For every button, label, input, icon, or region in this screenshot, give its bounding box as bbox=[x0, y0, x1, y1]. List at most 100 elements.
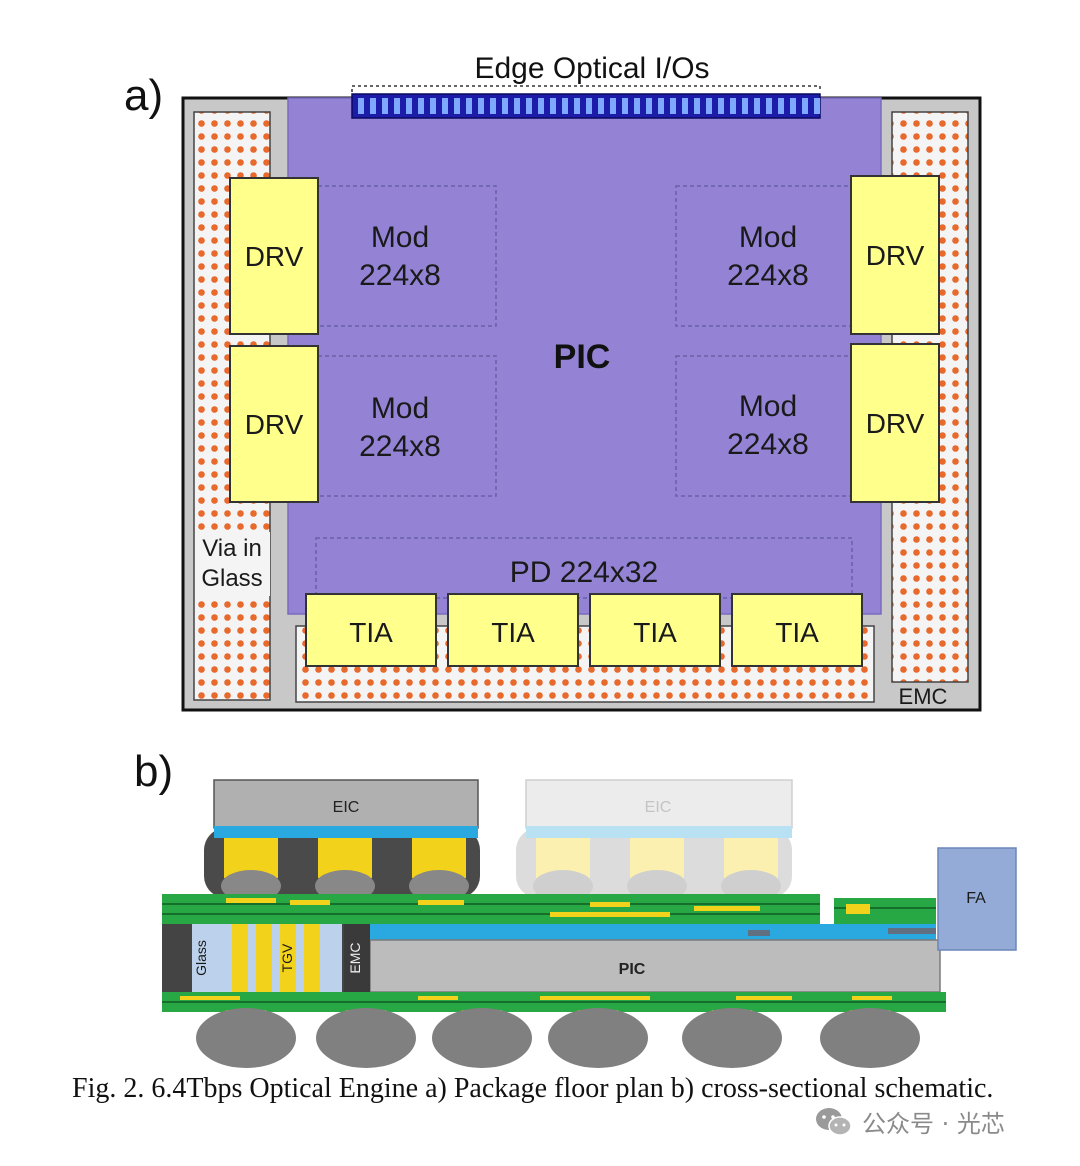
mod-bl-line1: Mod bbox=[371, 392, 429, 425]
edge-io-coupler bbox=[778, 98, 784, 114]
edge-io-coupler bbox=[478, 98, 484, 114]
eic-right-label: EIC bbox=[645, 799, 672, 816]
mod-region-bottom-left bbox=[317, 355, 497, 497]
edge-io-coupler bbox=[598, 98, 604, 114]
panel-b-label: b) bbox=[134, 747, 173, 796]
edge-io-coupler bbox=[358, 98, 364, 114]
edge-io-coupler bbox=[658, 98, 664, 114]
mod-region-top-left bbox=[317, 185, 497, 327]
edge-io-couplers bbox=[358, 98, 820, 114]
drv-block-top-right bbox=[850, 175, 940, 335]
cross-section: EIC EIC bbox=[162, 779, 1017, 1068]
eic-die-right bbox=[525, 779, 793, 829]
pic-layer bbox=[369, 939, 941, 993]
edge-io-coupler bbox=[466, 98, 472, 114]
edge-io-coupler bbox=[394, 98, 400, 114]
wechat-icon bbox=[816, 1107, 852, 1136]
watermark: 公众号 · 光芯 bbox=[814, 1104, 1005, 1139]
drv-bl-label: DRV bbox=[245, 409, 304, 440]
edge-io-coupler bbox=[706, 98, 712, 114]
edge-io-coupler bbox=[814, 98, 820, 114]
tia-4-label: TIA bbox=[775, 617, 819, 648]
pd-label: PD 224x32 bbox=[510, 556, 658, 589]
tia-1-label: TIA bbox=[349, 617, 393, 648]
tia-block-4 bbox=[731, 593, 863, 667]
tia-block-3 bbox=[589, 593, 721, 667]
via-in-glass-line2: Glass bbox=[201, 565, 262, 592]
mod-tr-line1: Mod bbox=[739, 221, 797, 254]
micro-bumps-right bbox=[533, 838, 781, 902]
watermark-text: 公众号 · 光芯 bbox=[862, 1110, 1005, 1138]
eic-left-label: EIC bbox=[333, 799, 360, 816]
eic-die-left bbox=[213, 779, 479, 829]
edge-io-coupler bbox=[718, 98, 724, 114]
edge-io-coupler bbox=[502, 98, 508, 114]
edge-io-coupler bbox=[514, 98, 520, 114]
edge-io-coupler bbox=[430, 98, 436, 114]
fa-label: FA bbox=[966, 890, 986, 907]
mod-tl-line1: Mod bbox=[371, 221, 429, 254]
glass-label: Glass bbox=[193, 940, 209, 976]
edge-io-coupler bbox=[682, 98, 688, 114]
edge-io-coupler bbox=[382, 98, 388, 114]
edge-io-coupler bbox=[646, 98, 652, 114]
edge-io-coupler bbox=[442, 98, 448, 114]
mod-tr-line2: 224x8 bbox=[727, 259, 809, 292]
tgv-vias bbox=[232, 924, 320, 992]
emc-cross-label: EMC bbox=[347, 942, 363, 973]
edge-io-coupler bbox=[550, 98, 556, 114]
tia-2-label: TIA bbox=[491, 617, 535, 648]
edge-io-coupler bbox=[574, 98, 580, 114]
micro-bumps-left bbox=[221, 838, 469, 902]
mod-tl-line2: 224x8 bbox=[359, 259, 441, 292]
fiber-array-block bbox=[937, 847, 1017, 951]
edge-io-coupler bbox=[802, 98, 808, 114]
drv-block-bottom-right bbox=[850, 343, 940, 503]
edge-io-bracket bbox=[351, 85, 821, 92]
eic-rdl-left bbox=[214, 826, 478, 838]
edge-io-coupler bbox=[634, 98, 640, 114]
panel-a-label: a) bbox=[124, 71, 163, 120]
via-label-bg bbox=[196, 532, 270, 596]
emc-block bbox=[344, 924, 370, 992]
substrate-traces-bottom bbox=[180, 996, 892, 1000]
edge-io-coupler bbox=[790, 98, 796, 114]
drv-block-bottom-left bbox=[229, 345, 319, 503]
edge-io-coupler bbox=[586, 98, 592, 114]
edge-io-coupler bbox=[490, 98, 496, 114]
mod-br-line2: 224x8 bbox=[727, 428, 809, 461]
edge-io-coupler bbox=[610, 98, 616, 114]
mod-bl-line2: 224x8 bbox=[359, 430, 441, 463]
edge-io-coupler bbox=[766, 98, 772, 114]
figure-caption: Fig. 2. 6.4Tbps Optical Engine a) Packag… bbox=[72, 1073, 994, 1104]
bga-balls bbox=[196, 1008, 920, 1068]
mod-br-line1: Mod bbox=[739, 390, 797, 423]
edge-io-coupler bbox=[418, 98, 424, 114]
waveguide-layer bbox=[370, 924, 936, 940]
edge-io-coupler bbox=[730, 98, 736, 114]
drv-br-label: DRV bbox=[866, 408, 925, 439]
drv-tr-label: DRV bbox=[866, 240, 925, 271]
edge-io-coupler bbox=[454, 98, 460, 114]
tgv-label: TGV bbox=[279, 943, 295, 972]
edge-io-coupler bbox=[622, 98, 628, 114]
eic-rdl-right bbox=[526, 826, 792, 838]
drv-block-top-left bbox=[229, 177, 319, 335]
pd-region bbox=[315, 537, 853, 599]
waveguide-coupler-1 bbox=[748, 930, 770, 936]
via-in-glass-line1: Via in bbox=[202, 535, 262, 562]
tia-block-1 bbox=[305, 593, 437, 667]
substrate-traces-top bbox=[226, 898, 870, 917]
pic-cross-label: PIC bbox=[619, 961, 646, 978]
emc-label: EMC bbox=[899, 684, 948, 709]
edge-io-coupler bbox=[754, 98, 760, 114]
edge-io-coupler bbox=[742, 98, 748, 114]
edge-io-coupler bbox=[538, 98, 544, 114]
pic-label: PIC bbox=[554, 338, 611, 376]
tia-block-2 bbox=[447, 593, 579, 667]
edge-io-coupler bbox=[694, 98, 700, 114]
edge-io-coupler bbox=[562, 98, 568, 114]
floor-plan: Edge Optical I/Os Mod 224x8 Mod 224x8 Mo… bbox=[181, 52, 982, 712]
edge-io-coupler bbox=[406, 98, 412, 114]
